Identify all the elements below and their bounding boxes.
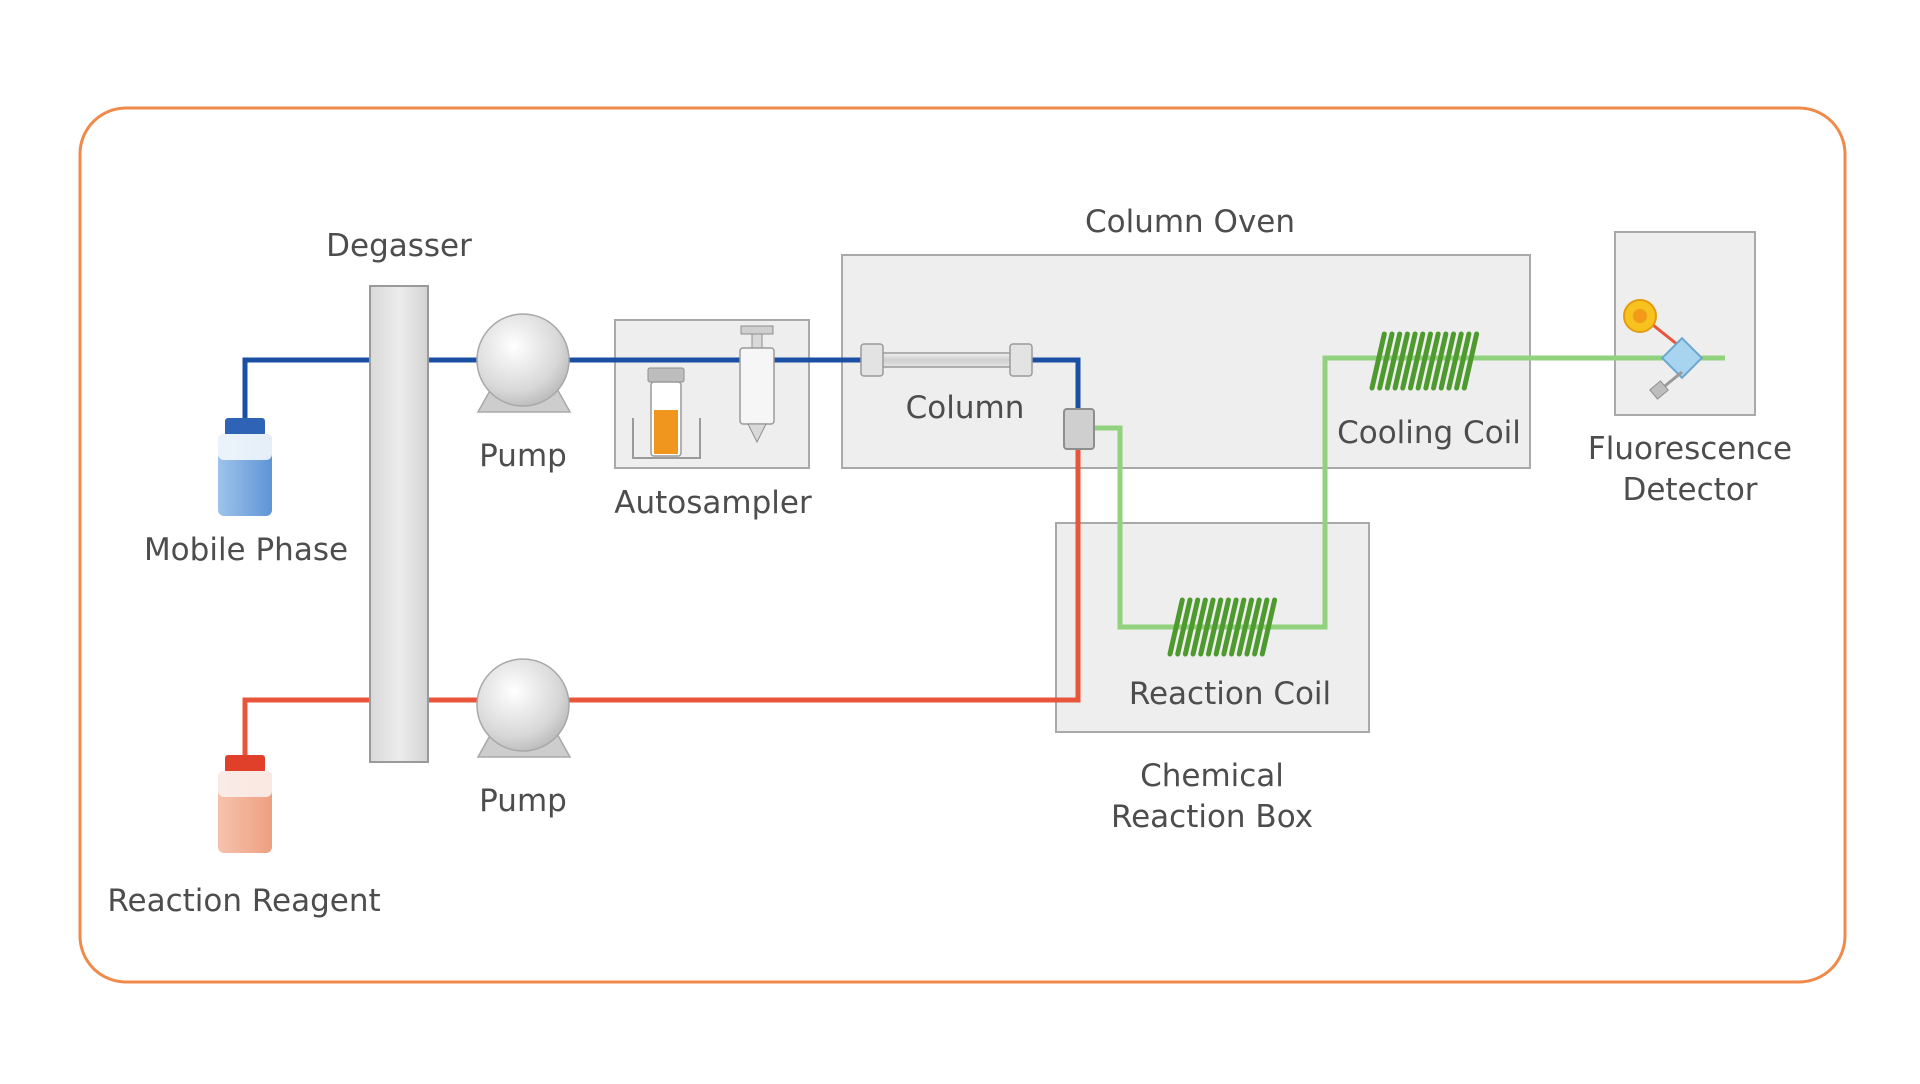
reaction-coil-label: Reaction Coil [1129,676,1331,712]
fluorescence-detector-label-line2: Detector [1622,472,1757,508]
column-oven-label: Column Oven [1085,204,1295,240]
fluorescence-detector-label-line1: Fluorescence [1588,431,1792,467]
chemical-reaction-box-label-line1: Chemical [1140,758,1284,794]
column-label: Column [906,390,1025,426]
pump-bottom-label: Pump [479,783,567,819]
autosampler-box [614,319,810,469]
mobile-phase-bottle-icon [218,418,272,516]
autosampler-syringe-icon [739,325,775,444]
degasser-unit [369,285,429,763]
mobile-phase-line [242,357,1081,418]
pump-top-label: Pump [479,438,567,474]
cooling-coil-icon [1369,331,1480,391]
pump-bottom-icon [476,658,572,758]
degasser-label: Degasser [326,228,472,264]
autosampler-label: Autosampler [614,485,812,521]
mobile-phase-label: Mobile Phase [144,532,348,568]
autosampler-vial-icon [632,367,701,459]
chemical-reaction-box-label-line2: Reaction Box [1111,799,1313,835]
reaction-reagent-line [242,445,1081,755]
pump-top-icon [476,313,572,413]
reaction-coil-icon [1167,597,1278,657]
fluorescence-optics-icon [1623,299,1704,400]
reaction-reagent-bottle-icon [218,755,272,853]
mixing-tee [1063,408,1095,450]
column-icon [860,343,1033,377]
reaction-reagent-label: Reaction Reagent [107,883,380,919]
cooling-coil-label: Cooling Coil [1337,415,1521,451]
